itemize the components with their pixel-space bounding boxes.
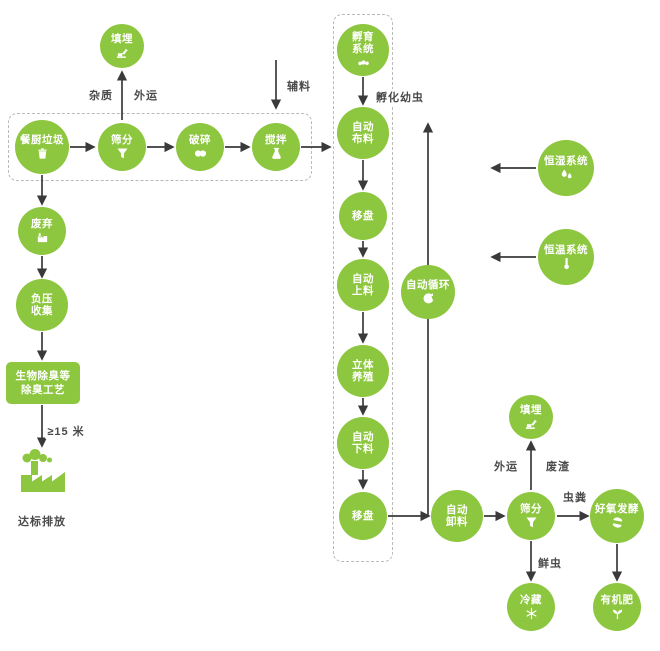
- node-tray-transfer-1-label: 移盘: [352, 209, 374, 222]
- node-auto-feeding: 自动上料: [337, 259, 389, 311]
- node-humidity-system: 恒湿系统: [538, 140, 594, 196]
- sprout-icon: [610, 607, 625, 620]
- node-cold-storage: 冷藏: [507, 583, 555, 631]
- node-landfill-bottom-label: 填埋: [520, 403, 542, 416]
- node-auto-feeding-label: 上料: [352, 285, 374, 297]
- node-negative-pressure-label: 收集: [31, 305, 53, 317]
- label-transport-out-top: 外运: [132, 87, 160, 103]
- node-organic-fertilizer: 有机肥: [593, 583, 641, 631]
- waste-icon: [35, 231, 50, 244]
- node-auto-discharging-label: 自动: [352, 430, 374, 443]
- drops-icon: [559, 168, 574, 181]
- crusher-icon: [193, 147, 208, 160]
- node-screening-1: 筛分: [98, 123, 146, 171]
- node-mixing-label: 搅拌: [265, 133, 287, 146]
- excavator-icon: [115, 46, 130, 59]
- node-discard-label: 废弃: [31, 217, 53, 230]
- trash-icon: [35, 147, 50, 160]
- node-humidity-system-label: 恒湿系统: [544, 154, 588, 167]
- node-deodorization-process-label: 生物除臭等: [15, 369, 71, 382]
- snowflake-icon: [524, 607, 539, 620]
- node-auto-unloading-label: 自动: [446, 503, 468, 516]
- node-auto-feeding-label: 自动: [352, 272, 374, 285]
- node-screening-1-label: 筛分: [111, 133, 133, 146]
- node-vertical-breeding: 立体养殖: [337, 345, 389, 397]
- funnel-icon: [524, 516, 539, 529]
- label-auxiliary-material: 辅料: [285, 78, 313, 94]
- node-temperature-system: 恒温系统: [538, 229, 594, 285]
- node-mixing: 搅拌: [252, 123, 300, 171]
- node-screening-2-label: 筛分: [520, 502, 542, 515]
- node-tray-transfer-1: 移盘: [339, 192, 387, 240]
- node-landfill-top-label: 填埋: [111, 32, 133, 45]
- beaker-icon: [269, 147, 284, 160]
- node-auto-spreading-label: 布料: [352, 133, 374, 145]
- larva-icon: [356, 56, 371, 69]
- node-negative-pressure-label: 负压: [31, 292, 53, 305]
- node-kitchen-waste: 餐厨垃圾: [15, 120, 69, 174]
- node-auto-circulation-label: 自动循环: [406, 278, 450, 291]
- node-screening-2: 筛分: [507, 492, 555, 540]
- node-aerobic-fermentation-label: 好氧发酵: [595, 502, 639, 515]
- label-waste-residue: 废渣: [544, 458, 572, 474]
- label-hatched-larvae: 孵化幼虫: [374, 89, 426, 105]
- excavator-icon: [524, 417, 539, 430]
- node-vertical-breeding-label: 养殖: [352, 371, 374, 383]
- label-impurities: 杂质: [87, 87, 115, 103]
- node-incubation-system-label: 孵育: [352, 30, 374, 43]
- funnel-icon: [115, 147, 130, 160]
- node-aerobic-fermentation: 好氧发酵: [590, 489, 644, 543]
- node-kitchen-waste-label: 餐厨垃圾: [20, 133, 64, 146]
- node-deodorization-process: 生物除臭等除臭工艺: [6, 362, 80, 404]
- label-compliant-discharge: 达标排放: [16, 513, 68, 529]
- node-auto-spreading-label: 自动: [352, 120, 374, 133]
- node-crushing: 破碎: [176, 123, 224, 171]
- node-auto-unloading: 自动卸料: [431, 490, 483, 542]
- node-vertical-breeding-label: 立体: [352, 358, 374, 371]
- recycle-icon: [421, 292, 436, 305]
- node-tray-transfer-2-label: 移盘: [352, 509, 374, 522]
- factory-icon: [14, 448, 72, 494]
- node-auto-spreading: 自动布料: [337, 107, 389, 159]
- label-fresh-insects: 鲜虫: [536, 555, 564, 571]
- node-auto-circulation: 自动循环: [401, 265, 455, 319]
- node-auto-unloading-label: 卸料: [446, 516, 468, 528]
- node-temperature-system-label: 恒温系统: [544, 243, 588, 256]
- node-landfill-top: 填埋: [100, 24, 144, 68]
- node-landfill-bottom: 填埋: [509, 395, 553, 439]
- node-organic-fertilizer-label: 有机肥: [600, 593, 634, 606]
- label-min-distance: ≥15 米: [45, 423, 87, 439]
- node-crushing-label: 破碎: [189, 133, 211, 146]
- node-auto-discharging: 自动下料: [337, 417, 389, 469]
- node-auto-discharging-label: 下料: [352, 443, 374, 455]
- node-incubation-system-label: 系统: [352, 43, 374, 55]
- label-insect-manure: 虫粪: [561, 489, 589, 505]
- thermometer-icon: [559, 257, 574, 270]
- node-cold-storage-label: 冷藏: [520, 593, 542, 606]
- node-discard: 废弃: [18, 207, 66, 255]
- node-incubation-system: 孵育系统: [337, 24, 389, 76]
- label-transport-out-bottom: 外运: [492, 458, 520, 474]
- node-negative-pressure: 负压收集: [16, 279, 68, 331]
- node-deodorization-process-label: 除臭工艺: [21, 384, 65, 396]
- ferment-icon: [610, 516, 625, 529]
- node-tray-transfer-2: 移盘: [339, 492, 387, 540]
- group-box-breeding-group: [333, 14, 393, 562]
